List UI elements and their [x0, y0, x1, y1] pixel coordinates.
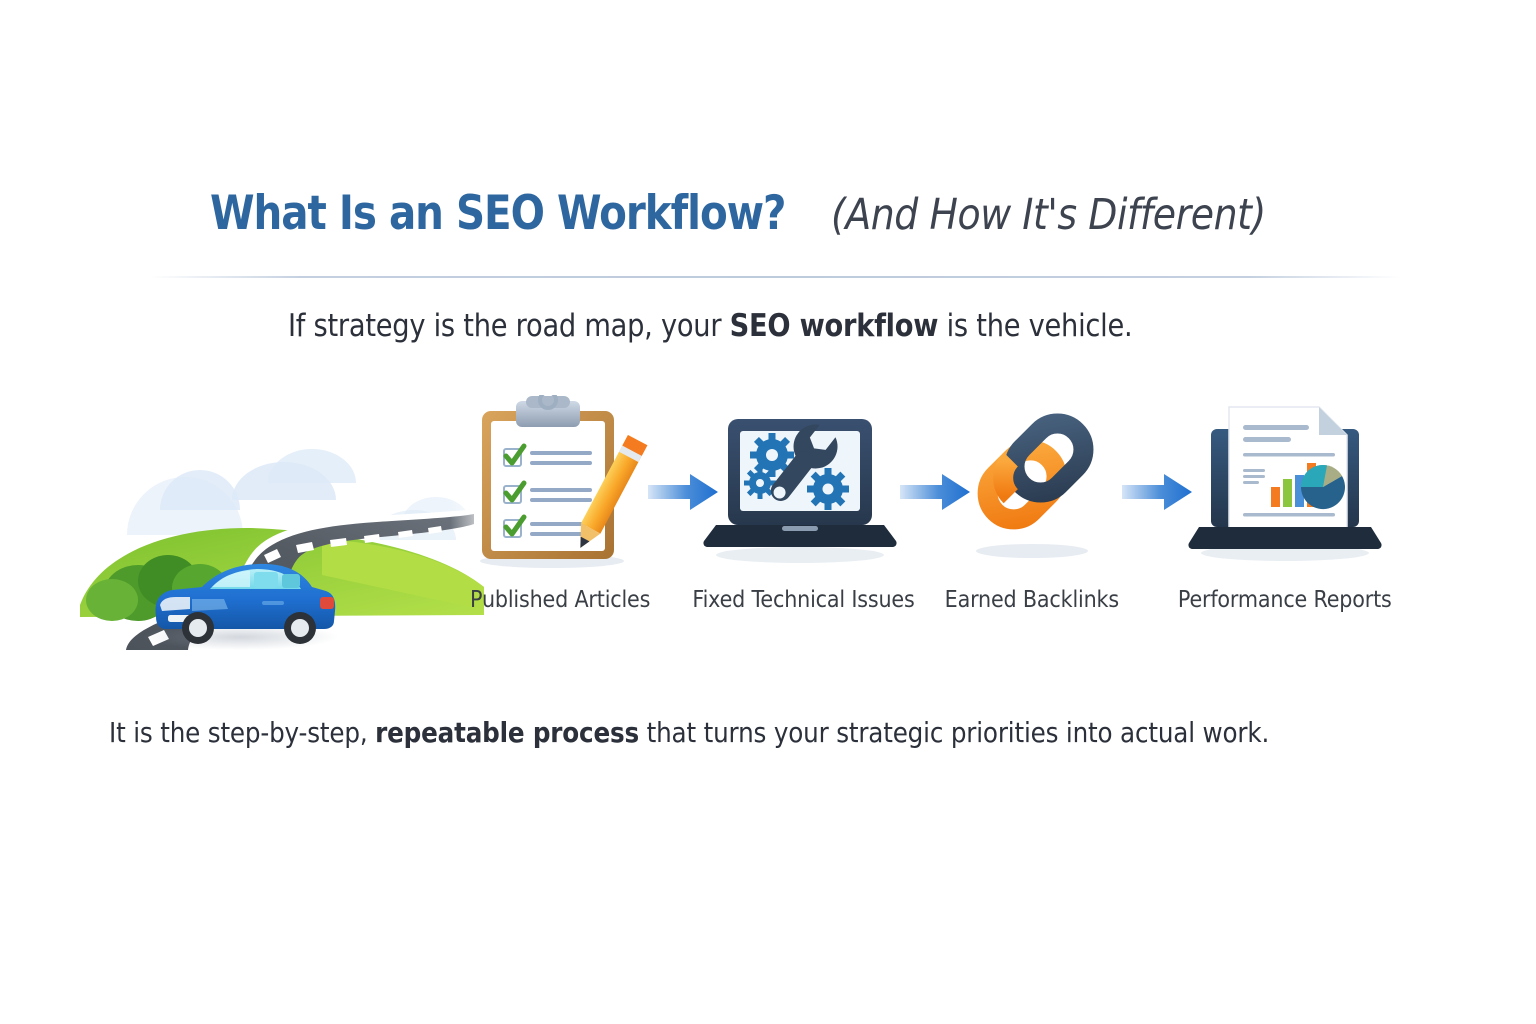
stage-label-performance-reports: Performance Reports: [1178, 587, 1392, 613]
footer-bold: repeatable process: [375, 716, 639, 749]
title-parenthetical: (And How It's Different): [831, 190, 1267, 240]
chain-link-navy: [1004, 413, 1094, 503]
subtitle: If strategy is the road map, your SEO wo…: [0, 308, 1536, 344]
checklist-rows: [503, 443, 592, 538]
clipboard-checklist-with-pencil-icon: [460, 390, 660, 570]
stage-label-fixed-technical-issues: Fixed Technical Issues: [692, 587, 915, 613]
page-title: What Is an SEO Workflow?(And How It's Di…: [0, 190, 1536, 237]
stage-earned-backlinks: Earned Backlinks: [932, 395, 1132, 640]
footer-caption: It is the step-by-step, repeatable proce…: [0, 716, 1536, 749]
arrow-2-icon: [900, 471, 972, 513]
subtitle-after: is the vehicle.: [938, 308, 1133, 344]
road-scene-illustration: [72, 405, 494, 650]
stage-label-published-articles: Published Articles: [469, 587, 651, 613]
arrow-1-icon: [648, 471, 720, 513]
car-taillight: [320, 597, 334, 609]
car: [142, 563, 338, 650]
car-headlight: [160, 597, 190, 611]
laptop-trackpad-notch: [782, 526, 818, 531]
laptop-shadow: [716, 547, 884, 563]
subtitle-before: If strategy is the road map, your: [288, 308, 730, 344]
interlocking-chain-links-icon: [932, 395, 1132, 570]
stage-performance-reports: Performance Reports: [1178, 395, 1392, 640]
footer-after: that turns your strategic priorities int…: [638, 716, 1269, 749]
workflow-pipeline: Published Articles: [0, 390, 1536, 640]
footer-before: It is the step-by-step,: [108, 716, 376, 749]
stage-label-earned-backlinks: Earned Backlinks: [944, 587, 1120, 613]
stage-fixed-technical-issues: Fixed Technical Issues: [692, 395, 915, 640]
report-pie-chart: [1300, 465, 1345, 510]
laptop-with-report-charts-icon: [1185, 395, 1385, 570]
car-side-window-rear: [282, 574, 300, 588]
car-door-handle: [262, 601, 284, 605]
clipboard-clip-top: [526, 396, 570, 408]
chain-link-orange-overlap: [993, 452, 1019, 504]
report-document-fold: [1319, 407, 1347, 435]
laptop-with-wrench-and-gears-icon: [700, 395, 900, 570]
chain-shadow: [976, 544, 1088, 558]
wrench-icon: [770, 424, 838, 501]
title-line: What Is an SEO Workflow?(And How It's Di…: [210, 190, 1325, 237]
title-divider: [150, 276, 1400, 278]
car-hood-highlight: [192, 599, 228, 611]
stage-published-articles: Published Articles: [460, 390, 660, 640]
report-laptop-base: [1188, 527, 1382, 549]
gears: [744, 433, 849, 510]
title-main: What Is an SEO Workflow?: [210, 186, 786, 241]
arrow-3-icon: [1122, 471, 1194, 513]
laptop-base: [703, 525, 897, 547]
pencil-ferrule: [619, 445, 642, 463]
car-wheels: [182, 612, 316, 644]
pencil: [580, 434, 648, 548]
car-side-window-front: [254, 572, 278, 588]
road-scene-svg: [80, 449, 494, 650]
pencil-eraser: [622, 434, 648, 456]
car-glass-highlight: [212, 571, 250, 587]
subtitle-bold: SEO workflow: [729, 308, 939, 344]
report-text-lines: [1243, 425, 1335, 517]
pencil-body: [580, 434, 648, 534]
pencil-lead: [580, 536, 590, 548]
cloud-shapes: [127, 449, 470, 540]
